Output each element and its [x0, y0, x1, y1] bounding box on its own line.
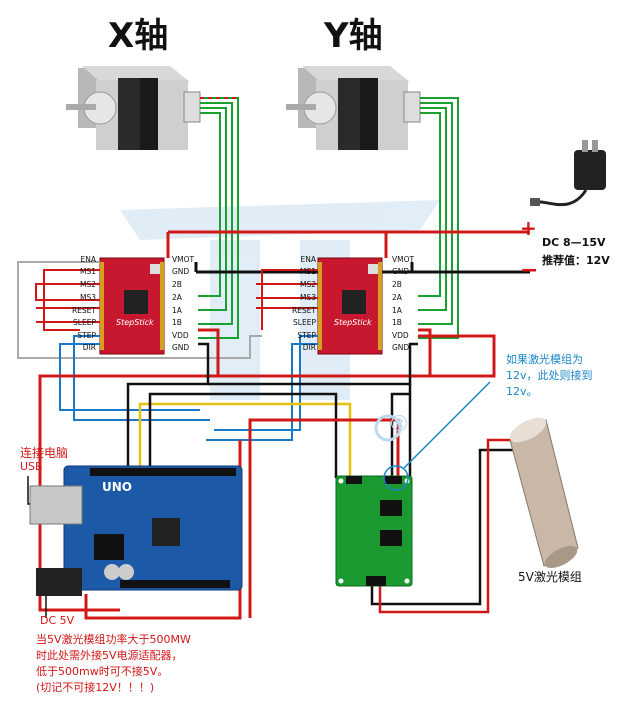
motor-wires-y — [418, 97, 459, 339]
pin-label: VMOT — [172, 255, 195, 264]
pin-label: 2B — [392, 280, 402, 289]
warning-line: 低于500mw时可不接5V。 — [36, 665, 169, 678]
dc5v-label: DC 5V — [40, 614, 75, 627]
pin-label: ENA — [80, 255, 96, 264]
vdd-loop — [38, 328, 496, 612]
pin-label: VDD — [392, 331, 409, 340]
pin-label: 1A — [392, 306, 402, 315]
pin-label: GND — [392, 343, 410, 352]
pin-label: SLEEP — [293, 318, 316, 327]
pin-label: 1A — [172, 306, 182, 315]
warning-line: 当5V激光模组功率大于500MW — [36, 633, 191, 646]
usb-label: USB — [20, 460, 43, 473]
driver-x-brand: StepStick — [116, 318, 154, 327]
ground-wires — [126, 342, 418, 480]
callout-lines — [27, 476, 47, 618]
pin-label: MS2 — [79, 280, 96, 289]
pin-label: STEP — [297, 331, 316, 340]
watermark-registered — [374, 414, 402, 442]
arduino-label: UNO — [102, 480, 132, 494]
registered-mark: ® — [388, 412, 410, 437]
pin-label: 1B — [172, 318, 182, 327]
warning-line: 时此处需外接5V电源适配器， — [36, 649, 183, 662]
arduino-uno-board — [29, 465, 243, 596]
pin-label: DIR — [302, 343, 316, 352]
pin-label: GND — [172, 267, 190, 276]
pin-label: RESET — [291, 306, 316, 315]
pin-label: MS3 — [79, 293, 96, 302]
pin-label: RESET — [71, 306, 96, 315]
power-minus: − — [520, 258, 539, 283]
power-spec: DC 8—15V — [542, 236, 606, 249]
laser-wires — [370, 438, 520, 614]
pin-label: MS1 — [79, 267, 96, 276]
pin-label: GND — [172, 343, 190, 352]
pin-label: MS2 — [299, 280, 316, 289]
pin-label: VMOT — [392, 255, 415, 264]
laser-note-line: 如果激光模组为 — [506, 353, 583, 366]
pin-label: DIR — [82, 343, 96, 352]
laser-note-line: 12v。 — [506, 385, 538, 398]
pin-label: GND — [392, 267, 410, 276]
pin-label: 1B — [392, 318, 402, 327]
pin-label: MS3 — [299, 293, 316, 302]
mosfet-wires — [148, 392, 410, 478]
pin-label: 2A — [172, 293, 182, 302]
y-axis-title: Y轴 — [324, 16, 383, 56]
mosfet-module — [335, 475, 413, 587]
laser-note-line: 12v，此处则接到 — [506, 369, 593, 382]
pwm-wire — [138, 402, 352, 478]
pin-label: SLEEP — [73, 318, 96, 327]
power-recommend: 推荐值：12V — [542, 254, 610, 267]
dc-adapter — [530, 140, 606, 207]
stepper-driver-x — [99, 257, 165, 355]
pin-label: 2A — [392, 293, 402, 302]
pin-label: ENA — [300, 255, 316, 264]
pin-label: 2B — [172, 280, 182, 289]
pin-label: VDD — [172, 331, 189, 340]
power-plus: + — [520, 216, 537, 240]
pin-label: STEP — [77, 331, 96, 340]
x-axis-title: X轴 — [108, 16, 169, 56]
pin-label: MS1 — [299, 267, 316, 276]
laser-module — [509, 417, 579, 569]
warning-line: (切记不可接12V！！！) — [36, 681, 155, 694]
note-callout — [383, 381, 491, 491]
laser-module-label: 5V激光模组 — [518, 570, 582, 584]
stepper-motor-y — [286, 66, 421, 150]
stepper-motor-x — [66, 66, 201, 150]
stepper-driver-y — [317, 257, 383, 355]
pc-label: 连接电脑 — [20, 446, 69, 460]
driver-y-brand: StepStick — [334, 318, 372, 327]
